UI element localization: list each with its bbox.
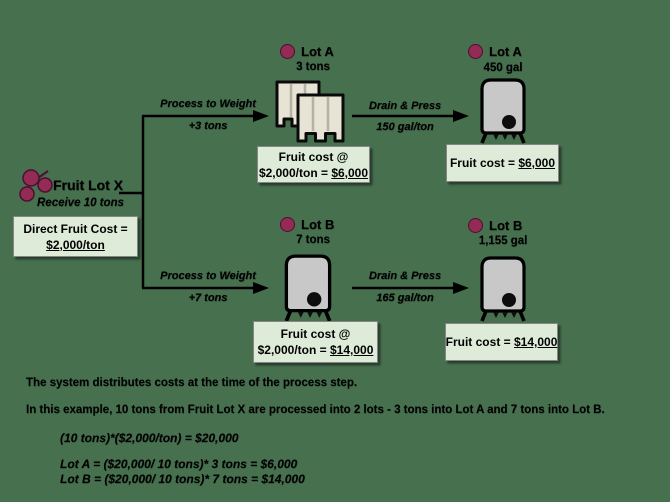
lot-a-marker-icon (280, 44, 295, 59)
lot-b-volume-amount: 1,155 gal (478, 235, 528, 247)
lot-a-weight-cost-line2: $2,000/ton = $6,000 (259, 165, 368, 181)
lot-b-volume-cost-line: Fruit cost = $14,000 (446, 334, 558, 350)
process-tons-label-b: +7 tons (188, 292, 228, 304)
lot-a-volume-cost-line: Fruit cost = $6,000 (450, 155, 555, 171)
lot-a-weight-cost-box: Fruit cost @ $2,000/ton = $6,000 (257, 146, 370, 183)
process-tons-label-a: +3 tons (188, 120, 228, 132)
wine-tank-icon-b-volume (480, 256, 526, 322)
lot-a-weight-cost-value: $6,000 (331, 165, 369, 180)
lot-b-weight-name: Lot B (301, 217, 335, 232)
formula-lot-b: Lot B = ($20,000/ 10 tons)* 7 tons = $14… (60, 472, 305, 486)
grape-cluster-icon (19, 169, 53, 202)
direct-cost-line2: $2,000/ton (46, 237, 105, 252)
fruit-lot-title: Fruit Lot X (53, 177, 123, 193)
lot-b-volume-cost-box: Fruit cost = $14,000 (445, 323, 558, 361)
lot-b-weight-amount: 7 tons (296, 234, 330, 246)
lot-a-volume-cost-box: Fruit cost = $6,000 (446, 144, 559, 182)
note-line-1: The system distributes costs at the time… (26, 377, 358, 389)
fruit-lot-subtitle: Receive 10 tons (37, 197, 124, 209)
lot-b-marker-icon (280, 217, 295, 232)
direct-cost-line1: Direct Fruit Cost = (23, 221, 128, 236)
gal-per-ton-label-a: 150 gal/ton (376, 121, 434, 133)
process-to-weight-label-a: Process to Weight (160, 98, 256, 110)
lot-a-volume-header: Lot A (468, 44, 522, 59)
direct-fruit-cost-box: Direct Fruit Cost = $2,000/ton (13, 216, 138, 257)
drain-press-label-b: Drain & Press (368, 270, 442, 282)
lot-a-weight-cost-prefix: $2,000/ton = (258, 165, 332, 180)
lot-a-weight-header: Lot A (280, 44, 334, 59)
lot-a-weight-cost-line1: Fruit cost @ (278, 149, 349, 164)
drain-press-label-a: Drain & Press (368, 100, 442, 112)
lot-b-weight-cost-line2: $2,000/ton = $14,000 (258, 342, 374, 358)
note-line-2: In this example, 10 tons from Fruit Lot … (26, 404, 605, 416)
lot-a-volume-cost-prefix: Fruit cost = (449, 156, 519, 170)
lot-b-volume-header: Lot B (468, 218, 522, 233)
lot-b-volume-cost-value: $14,000 (513, 335, 558, 349)
lot-a-weight-amount: 3 tons (296, 61, 330, 73)
lot-a-weight-name: Lot A (301, 44, 334, 59)
lot-b-volume-cost-prefix: Fruit cost = (445, 335, 514, 349)
lot-b-weight-cost-box: Fruit cost @ $2,000/ton = $14,000 (253, 321, 378, 363)
lot-b-weight-cost-value: $14,000 (329, 343, 374, 357)
formula-lot-a: Lot A = ($20,000/ 10 tons)* 3 tons = $6,… (60, 457, 298, 471)
fruit-bins-icon (275, 80, 345, 143)
lot-b-weight-header: Lot B (280, 217, 334, 232)
process-to-weight-label-b: Process to Weight (160, 270, 256, 282)
lot-a-volume-name: Lot A (489, 44, 522, 59)
lot-b-weight-cost-line1: Fruit cost @ (280, 327, 351, 341)
lot-a-volume-marker-icon (468, 44, 483, 59)
formula-total: (10 tons)*($2,000/ton) = $20,000 (60, 431, 239, 445)
lot-b-volume-name: Lot B (489, 218, 523, 233)
lot-b-weight-cost-prefix: $2,000/ton = (257, 343, 330, 357)
lot-b-volume-marker-icon (468, 218, 483, 233)
lot-a-volume-cost-value: $6,000 (518, 156, 556, 170)
wine-tank-icon-b-weight (284, 254, 332, 322)
lot-a-volume-amount: 450 gal (483, 62, 523, 74)
wine-tank-icon-a (480, 78, 526, 144)
gal-per-ton-label-b: 165 gal/ton (376, 292, 434, 304)
